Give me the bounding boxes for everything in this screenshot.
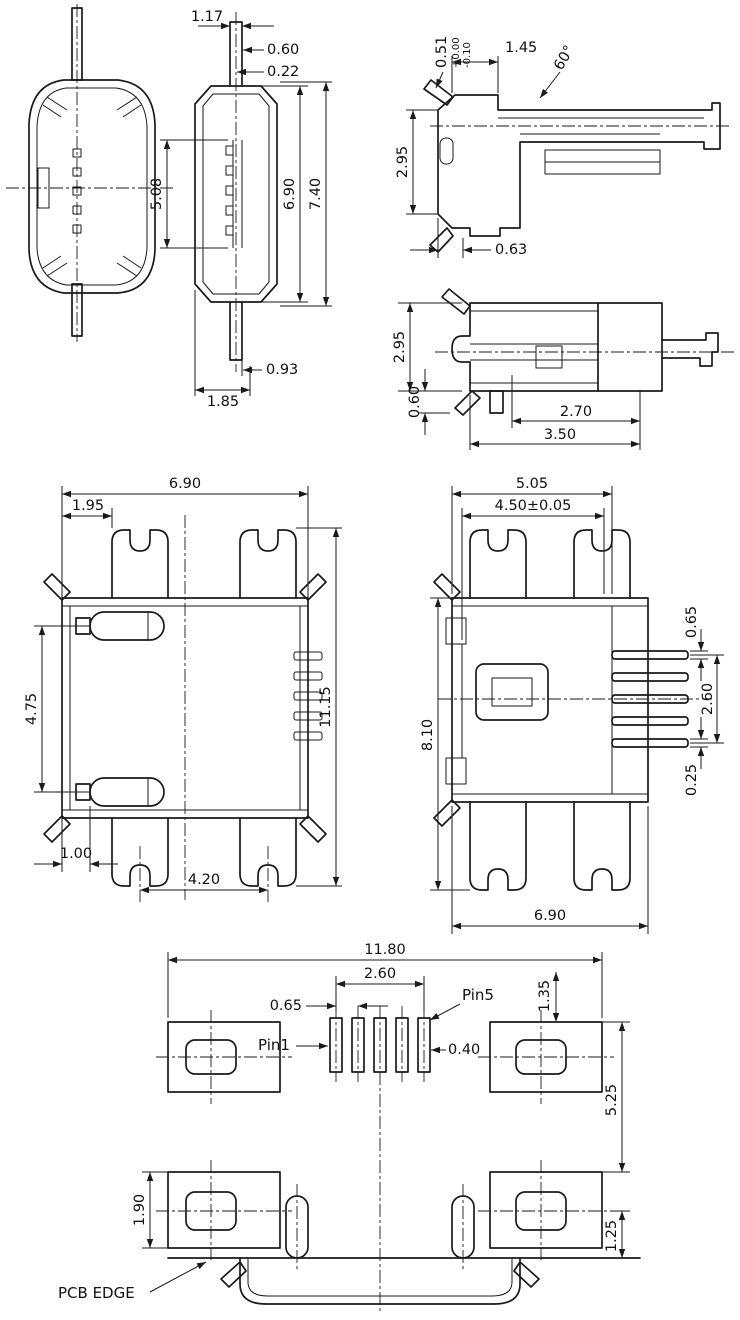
dim-fp-row-gap: 5.25 xyxy=(604,1084,620,1116)
dim-bottom-pin-width: 0.65 xyxy=(684,606,700,638)
dim-bottom-body-width: 6.90 xyxy=(534,908,566,924)
dim-seca-height: 2.95 xyxy=(395,146,411,178)
dim-fp-overall-width: 11.80 xyxy=(364,942,406,958)
dim-seca-foot: 0.63 xyxy=(495,242,527,258)
section-a-outline xyxy=(437,94,721,237)
dim-top-post-offset: 1.00 xyxy=(60,846,92,862)
dim-side-body-height: 6.90 xyxy=(282,178,298,210)
dim-bottom-shell-span: 5.05 xyxy=(516,476,548,492)
dim-bottom-pin-thickness: 0.25 xyxy=(684,764,700,796)
dim-secb-depth-outer: 3.50 xyxy=(544,427,576,443)
dim-side-foot-width: 1.85 xyxy=(207,394,239,410)
dim-bottom-length: 8.10 xyxy=(420,719,436,751)
dim-side-tab-width: 1.17 xyxy=(191,9,223,25)
dim-bottom-shell-tol: 4.50±0.05 xyxy=(495,498,572,514)
bottom-body-outline xyxy=(451,597,649,803)
pcb-footprint-view: 11.80 2.60 0.65 Pin5 Pin1 0.40 1.35 5.25… xyxy=(58,942,641,1312)
pin-tail xyxy=(611,738,689,748)
pin5-label: Pin5 xyxy=(462,986,494,1004)
pin-tail xyxy=(611,716,689,726)
front-slot xyxy=(37,167,50,209)
dim-seca-lip: 0.51 xyxy=(434,36,450,68)
bottom-plan-view: 5.05 4.50±0.05 8.10 0.65 2.60 0.25 6.90 xyxy=(420,476,724,934)
dim-seca-tol-minus: -0.10 xyxy=(462,42,473,68)
dim-fp-edge-gap: 1.25 xyxy=(604,1220,620,1252)
dim-fp-pad-height: 1.35 xyxy=(537,980,553,1012)
pin-tail xyxy=(611,694,689,704)
dim-top-tab-inset: 1.95 xyxy=(72,498,104,514)
dim-top-body-width: 6.90 xyxy=(169,476,201,492)
side-view: 1.17 0.60 0.22 5.08 6.90 7.40 0.93 1.85 xyxy=(149,9,332,410)
dim-secb-height: 2.95 xyxy=(392,331,408,363)
mount-pad xyxy=(489,1171,603,1249)
dim-side-foot: 0.93 xyxy=(266,362,298,378)
pcb-edge-label: PCB EDGE xyxy=(58,1284,135,1302)
mount-pad xyxy=(167,1171,281,1249)
dim-fp-pin-pitch: 0.65 xyxy=(270,998,302,1014)
dim-fp-pin-span: 2.60 xyxy=(364,966,396,982)
pin1-label: Pin1 xyxy=(258,1036,290,1054)
top-plan-view: 6.90 1.95 4.75 11.15 1.00 4.20 xyxy=(24,476,342,902)
dim-side-tab-offset: 0.60 xyxy=(267,42,299,58)
dim-fp-pad-width: 0.40 xyxy=(448,1042,480,1058)
dim-top-post-span: 4.75 xyxy=(24,693,40,725)
dim-secb-foot: 0.60 xyxy=(407,386,423,418)
dim-side-tab-thickness: 0.22 xyxy=(267,64,299,80)
side-body-outline xyxy=(194,85,278,303)
dim-seca-lip-length: 1.45 xyxy=(505,40,537,56)
dim-top-tab-span: 4.20 xyxy=(188,872,220,888)
dim-side-overall-height: 7.40 xyxy=(308,178,324,210)
bottom-center-detail xyxy=(475,663,549,721)
section-b-hatched-block xyxy=(597,302,663,392)
pin-tail xyxy=(611,650,689,660)
dim-seca-tol-plus: +0.00 xyxy=(451,37,462,68)
dim-top-overall-length: 11.15 xyxy=(318,686,334,728)
dim-secb-depth-inner: 2.70 xyxy=(560,404,592,420)
pin-tail xyxy=(611,672,689,682)
dim-bottom-pin-span: 2.60 xyxy=(700,683,716,715)
section-view-b: 2.95 0.60 2.70 3.50 xyxy=(392,288,735,450)
front-shell-outline xyxy=(28,79,156,294)
top-body-outline xyxy=(61,597,309,819)
dim-side-slot-height: 5.08 xyxy=(149,178,165,210)
front-view xyxy=(6,4,176,342)
dim-fp-pad2-height: 1.90 xyxy=(132,1194,148,1226)
